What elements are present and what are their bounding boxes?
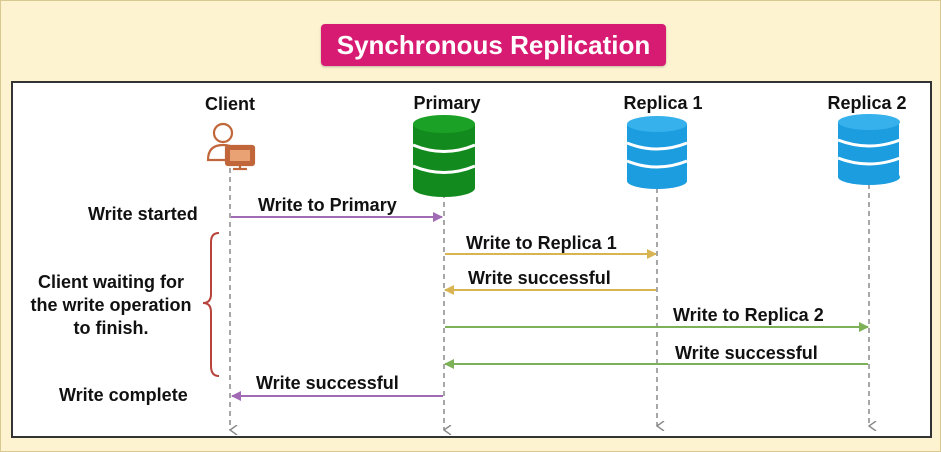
note-write-complete: Write complete [59,385,188,405]
note-client-waiting: Client waiting for the write operation t… [16,271,206,340]
note-write-started: Write started [88,204,198,224]
message-label-write-to-primary: Write to Primary [258,195,397,215]
note-waiting-line1: Client waiting for [38,272,184,292]
replica1-database-icon [626,116,688,189]
replica2-database-icon [837,114,901,185]
note-waiting-line2: the write operation [30,295,192,315]
note-waiting-line3: to finish. [73,318,149,338]
actor-primary-label: Primary [413,93,481,113]
diagram-title: Synchronous Replication [321,24,666,66]
client-user-icon [206,122,256,171]
actor-client-label: Client [204,94,255,114]
message-label-replica2-success: Write successful [675,343,818,363]
message-label-write-to-replica2: Write to Replica 2 [673,305,824,325]
primary-database-icon [412,115,476,197]
message-label-replica1-success: Write successful [468,268,611,288]
message-label-write-to-replica1: Write to Replica 1 [466,233,617,253]
message-label-client-success: Write successful [256,373,399,393]
actor-replica1-label: Replica 1 [623,93,703,113]
waiting-brace [202,232,220,377]
actor-replica2-label: Replica 2 [827,93,907,113]
